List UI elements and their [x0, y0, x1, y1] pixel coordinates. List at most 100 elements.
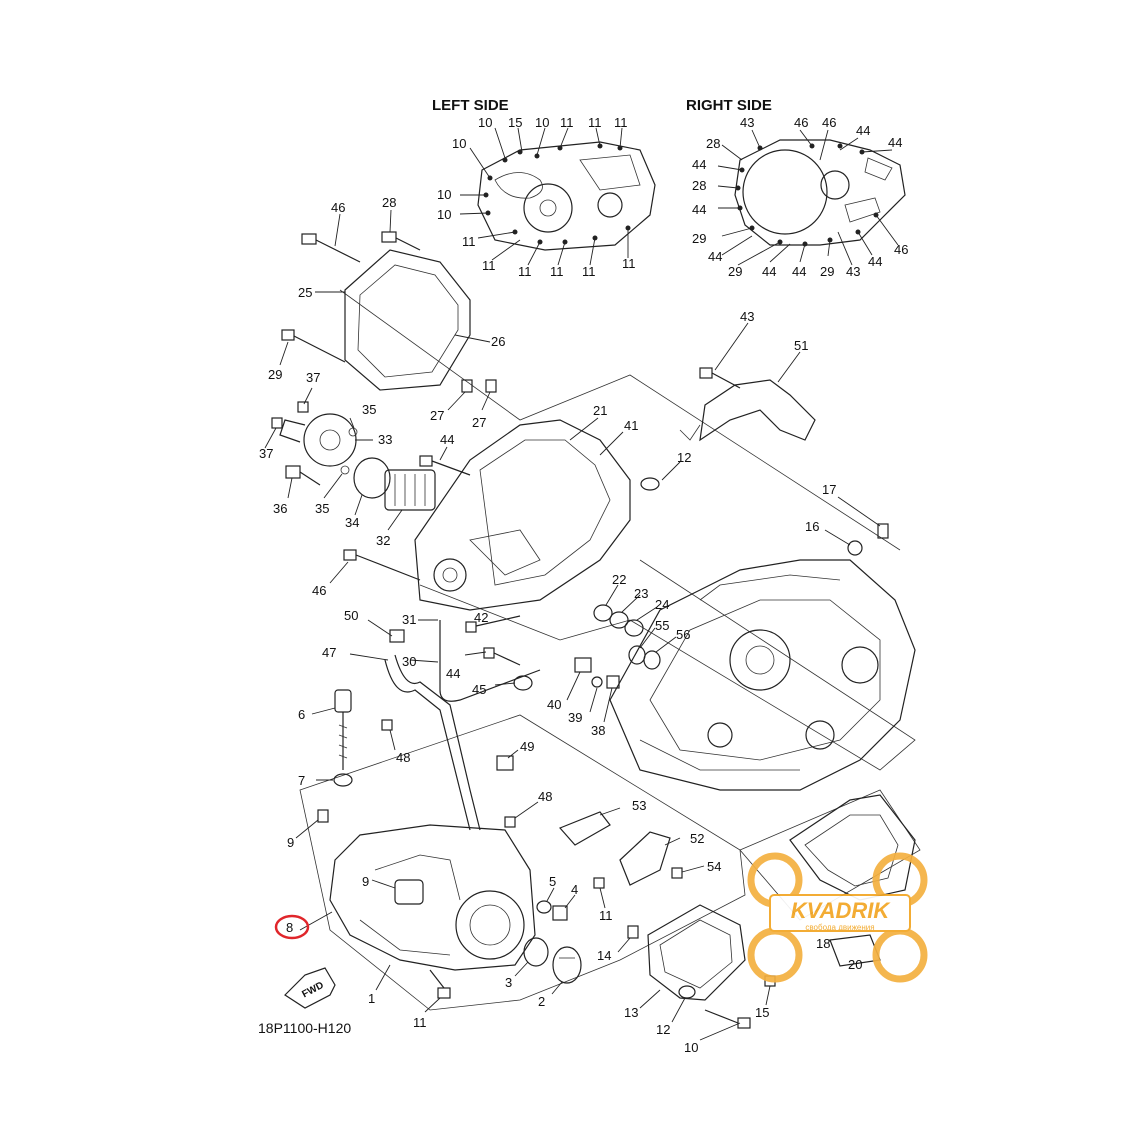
- label-12-upper: 12: [677, 450, 691, 465]
- left-side-inset: 10 15 10 11 11 11 10 10 10 11 11 11 11 1…: [437, 115, 656, 279]
- label-23: 23: [634, 586, 648, 601]
- cover-13: [639, 904, 746, 1009]
- right-side-label-12: 29: [728, 264, 742, 279]
- bolt-48-a: [381, 719, 396, 751]
- label-41: 41: [624, 418, 638, 433]
- label-20: 20: [848, 957, 862, 972]
- engine-block: [609, 559, 916, 791]
- label-35-bottom: 35: [315, 501, 329, 516]
- bolt-44-lower: [464, 647, 521, 666]
- label-32: 32: [376, 533, 390, 548]
- label-46-mid: 46: [312, 583, 326, 598]
- left-side-label-12: 11: [518, 264, 532, 279]
- label-45: 45: [472, 682, 486, 697]
- label-11-center: 11: [599, 908, 613, 923]
- crankcase-cover: [414, 417, 631, 611]
- dowel-pins-27: [447, 379, 497, 411]
- right-side-heading: RIGHT SIDE: [686, 97, 772, 114]
- label-37-top: 37: [306, 370, 320, 385]
- o-ring-34: [353, 457, 391, 516]
- left-side-label-2: 15: [508, 115, 522, 130]
- pipe-47: [349, 619, 481, 831]
- washer-39: [589, 676, 603, 713]
- cover-52: [619, 831, 681, 886]
- label-31: 31: [402, 612, 416, 627]
- label-47: 47: [322, 645, 336, 660]
- filter-cover-assembly: [264, 387, 373, 499]
- right-side-inset: 43 46 46 44 44 28 44 28 44 29 44 29 44 4…: [692, 115, 908, 279]
- right-side-label-9: 44: [692, 202, 706, 217]
- bolt-11-lower: [424, 969, 451, 1013]
- right-side-label-2: 46: [794, 115, 808, 130]
- label-44-upper: 44: [440, 432, 454, 447]
- label-38: 38: [591, 723, 605, 738]
- diagram-code: 18P1100-H120: [258, 1020, 351, 1036]
- label-25: 25: [298, 285, 312, 300]
- bolt-48-b: [504, 801, 539, 828]
- label-9-inner: 9: [362, 874, 369, 889]
- collar-12-lower: [671, 985, 696, 1023]
- dipstick-6: [311, 689, 352, 770]
- bolt-42: [465, 615, 521, 633]
- clutch-cover-gasket: [315, 249, 491, 391]
- bracket-53: [558, 807, 621, 846]
- right-side-label-16: 43: [846, 264, 860, 279]
- left-side-label-15: 11: [622, 256, 636, 271]
- cap-2: [551, 946, 582, 995]
- left-side-label-14: 11: [582, 264, 596, 279]
- label-29: 29: [268, 367, 282, 382]
- shift-guide-51: [679, 322, 816, 442]
- label-33: 33: [378, 432, 392, 447]
- right-side-label-5: 44: [888, 135, 902, 150]
- plug-4: [552, 894, 576, 921]
- label-24: 24: [655, 597, 669, 612]
- label-51: 51: [794, 338, 808, 353]
- label-53: 53: [632, 798, 646, 813]
- seals-group: [593, 584, 677, 670]
- label-46-top: 46: [331, 200, 345, 215]
- label-22: 22: [612, 572, 626, 587]
- label-42: 42: [474, 610, 488, 625]
- left-side-heading: LEFT SIDE: [432, 97, 509, 114]
- label-26: 26: [491, 334, 505, 349]
- label-2: 2: [538, 994, 545, 1009]
- label-39: 39: [568, 710, 582, 725]
- label-35-top: 35: [362, 402, 376, 417]
- bolt-29: [279, 329, 346, 366]
- label-3: 3: [505, 975, 512, 990]
- bolt-46-top: [301, 213, 361, 263]
- bolt-46-mid: [329, 549, 421, 584]
- watermark-tagline: свобода движения: [805, 923, 874, 932]
- o-ring-5: [536, 887, 555, 914]
- right-side-label-3: 46: [822, 115, 836, 130]
- left-side-label-5: 11: [588, 115, 602, 130]
- label-4: 4: [571, 882, 578, 897]
- label-49: 49: [520, 739, 534, 754]
- label-5: 5: [549, 874, 556, 889]
- label-14: 14: [597, 948, 611, 963]
- crankcase-left-lower: [299, 824, 536, 991]
- label-28-top: 28: [382, 195, 396, 210]
- watermark-brand: KVADRIK: [791, 898, 892, 923]
- label-37-bottom: 37: [259, 446, 273, 461]
- collar-12: [640, 461, 681, 491]
- label-21: 21: [593, 403, 607, 418]
- highlighted-part-8[interactable]: 8: [274, 914, 310, 940]
- upper-assembly-box: [339, 289, 901, 551]
- label-7: 7: [298, 773, 305, 788]
- mid-assembly-box: [419, 559, 916, 771]
- right-side-label-4: 44: [856, 123, 870, 138]
- right-side-label-11: 44: [708, 249, 722, 264]
- label-30: 30: [402, 654, 416, 669]
- bolt-11-center: [593, 877, 606, 909]
- hose-30-31: [409, 619, 541, 702]
- main-labels: 46 28 25 26 29 37 35 33 37 36 35 34 32 2…: [259, 195, 862, 1055]
- left-side-label-13: 11: [550, 264, 564, 279]
- label-52: 52: [690, 831, 704, 846]
- collar-45: [494, 675, 533, 691]
- label-27-right: 27: [472, 415, 486, 430]
- left-side-label-10: 11: [462, 234, 476, 249]
- bolt-54: [671, 865, 705, 879]
- bracket-49: [496, 749, 519, 771]
- label-10-lower: 10: [684, 1040, 698, 1055]
